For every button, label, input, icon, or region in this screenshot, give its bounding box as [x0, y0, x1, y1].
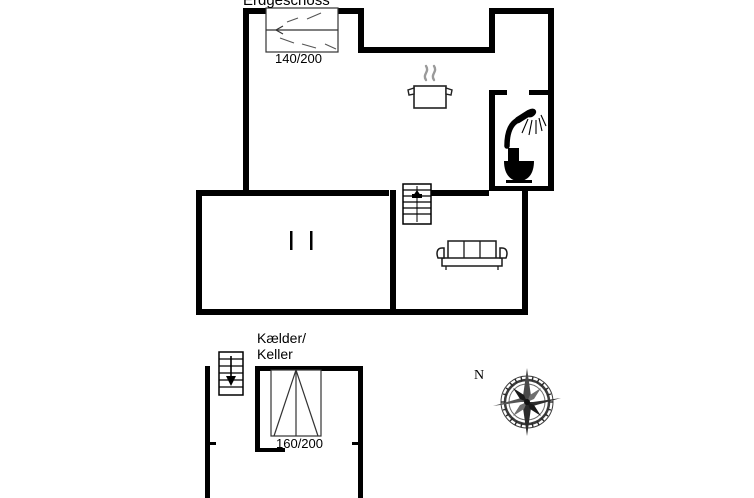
basement-walls: [205, 366, 363, 498]
door-marks: [290, 231, 313, 250]
sofa-icon: [436, 240, 508, 270]
stairs-up-icon: [402, 183, 432, 225]
bed-160-200: [270, 369, 322, 437]
upper-floor-walls: [196, 8, 554, 315]
bed-upper-dimension-label: 140/200: [275, 51, 322, 66]
compass-rose-icon: [493, 368, 561, 436]
shower-icon: [504, 108, 547, 149]
compass-north-label: N: [474, 368, 485, 383]
toilet-icon: [504, 148, 534, 183]
bed-140-200: [265, 7, 339, 53]
upper-floor-title: Erdgeschoss: [243, 0, 330, 9]
basement-title-line1: Kælder/: [257, 330, 307, 346]
stairs-down-icon: [218, 351, 244, 396]
bed-lower-dimension-label: 160/200: [276, 436, 323, 451]
basement-title: Kælder/ Keller: [257, 330, 306, 362]
cooking-pot-icon: [407, 64, 453, 109]
basement-title-line2: Keller: [257, 346, 293, 363]
